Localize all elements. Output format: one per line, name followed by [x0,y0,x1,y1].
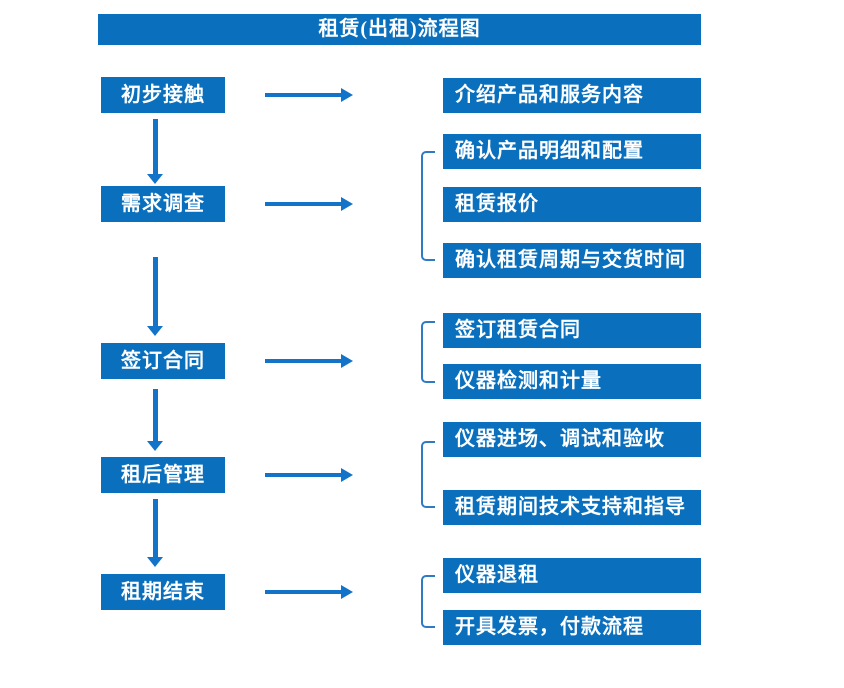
arrow-down-icon [147,257,163,336]
group-bracket [421,321,435,383]
detail-box-intro-products: 介绍产品和服务内容 [443,78,701,113]
arrow-head [147,557,163,567]
arrow-shaft [153,499,158,557]
arrow-head [341,585,353,599]
group-bracket [421,575,435,628]
detail-box-tech-support: 租赁期间技术支持和指导 [443,490,701,525]
detail-box-confirm-period: 确认租赁周期与交货时间 [443,243,701,278]
detail-box-return-equipment: 仪器退租 [443,558,701,593]
detail-box-inspection: 仪器检测和计量 [443,364,701,399]
step-box-sign-contract: 签订合同 [101,343,225,379]
detail-box-invoice-payment: 开具发票，付款流程 [443,610,701,645]
arrow-head [147,326,163,336]
arrow-right-icon [265,468,353,482]
arrow-head [341,197,353,211]
group-bracket [421,151,435,261]
arrow-head [147,174,163,184]
arrow-head [341,354,353,368]
arrow-shaft [265,590,342,594]
page-title: 租赁(出租)流程图 [98,14,701,45]
detail-box-sign-lease: 签订租赁合同 [443,313,701,348]
arrow-shaft [265,202,342,206]
arrow-shaft [265,93,342,97]
arrow-shaft [153,389,158,441]
detail-box-equipment-entry: 仪器进场、调试和验收 [443,422,701,457]
arrow-right-icon [265,585,353,599]
arrow-down-icon [147,119,163,184]
arrow-shaft [265,473,342,477]
group-bracket [421,441,435,508]
arrow-shaft [153,119,158,174]
detail-box-rental-quote: 租赁报价 [443,187,701,222]
arrow-head [341,468,353,482]
arrow-right-icon [265,354,353,368]
arrow-head [341,88,353,102]
arrow-shaft [265,359,342,363]
arrow-head [147,441,163,451]
detail-box-confirm-config: 确认产品明细和配置 [443,134,701,169]
arrow-shaft [153,257,158,326]
arrow-right-icon [265,88,353,102]
step-box-initial-contact: 初步接触 [101,77,225,113]
arrow-down-icon [147,389,163,451]
step-box-demand-survey: 需求调查 [101,186,225,222]
step-box-rental-end: 租期结束 [101,574,225,610]
arrow-right-icon [265,197,353,211]
arrow-down-icon [147,499,163,567]
step-box-post-rental: 租后管理 [101,457,225,493]
